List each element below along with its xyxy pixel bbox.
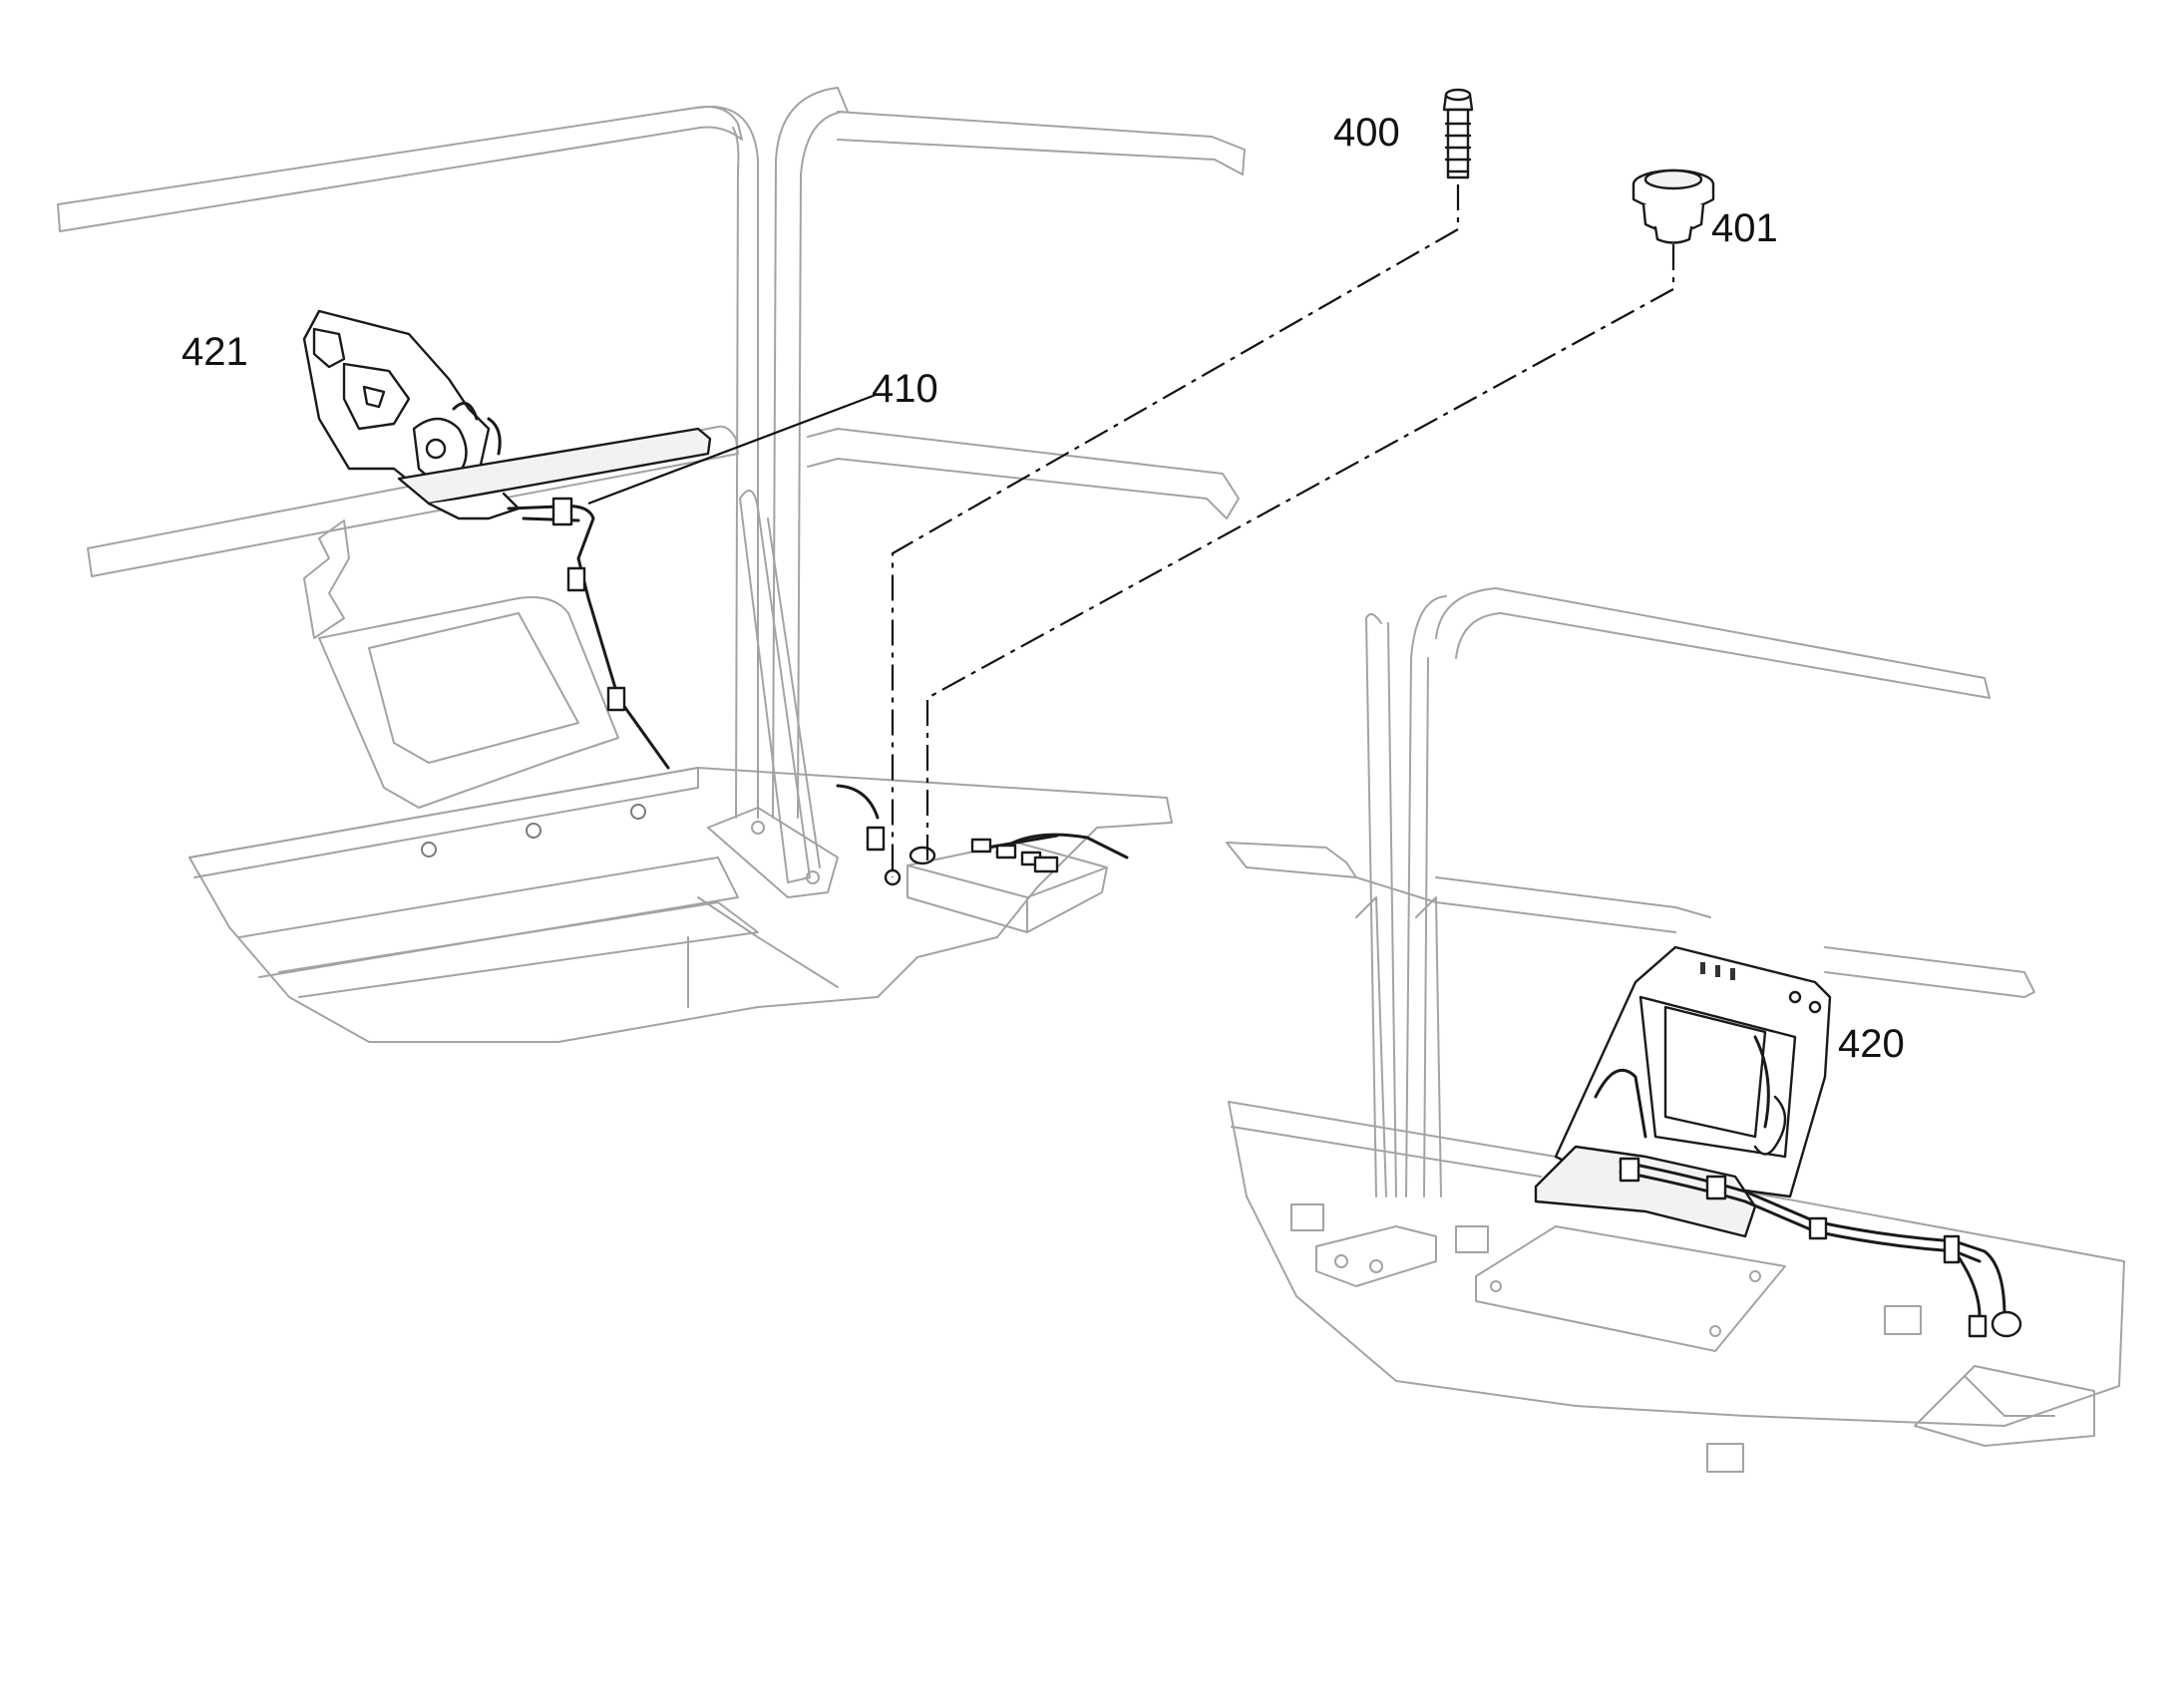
callout-420: 420 xyxy=(1838,1022,1905,1066)
leader-lines xyxy=(587,184,1675,877)
part-400-fitting xyxy=(1442,88,1474,179)
part-420-bracket xyxy=(1534,945,2022,1338)
callout-labels: 400 401 410 420 421 xyxy=(182,111,1905,1066)
right-view-context xyxy=(1226,587,2125,1473)
part-401-grommet xyxy=(1632,169,1715,244)
callout-400: 400 xyxy=(1333,111,1400,155)
callout-401: 401 xyxy=(1711,206,1778,250)
part-421-bracket xyxy=(302,309,712,520)
callout-410: 410 xyxy=(872,367,938,411)
callout-421: 421 xyxy=(182,330,248,374)
left-view-context xyxy=(57,87,1246,1043)
part-410-cable xyxy=(507,497,1129,886)
